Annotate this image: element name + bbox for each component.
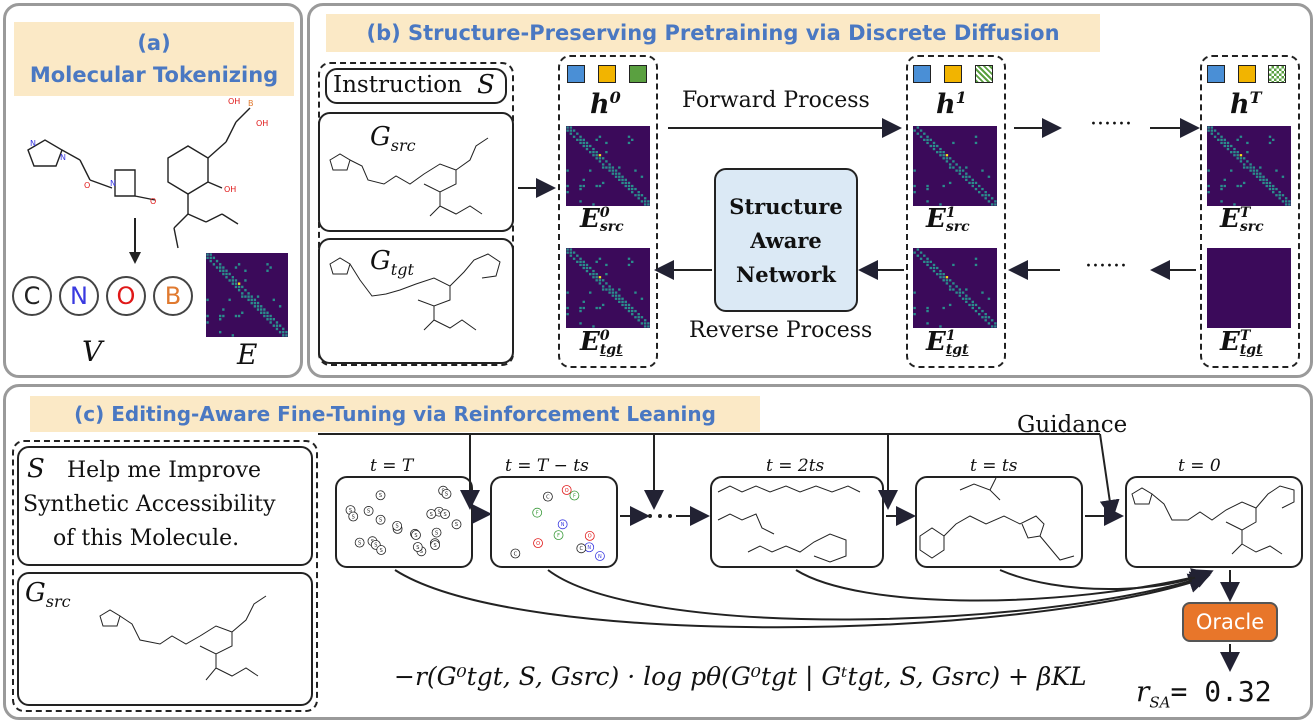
step-box-T-minus-ts bbox=[490, 476, 618, 568]
reward-readout: rSA= 0.32 bbox=[1136, 675, 1272, 712]
g-src-box: Gsrc bbox=[318, 112, 514, 232]
matrix-e-src-T bbox=[1207, 126, 1291, 206]
e-label: E bbox=[237, 338, 258, 371]
step-label-2ts: t = 2ts bbox=[766, 456, 825, 476]
g-src-box-c: Gsrc bbox=[17, 572, 313, 706]
instruction-box: Instruction S bbox=[325, 68, 507, 104]
atom-token-o: O bbox=[106, 276, 146, 316]
s-symbol-c: S bbox=[27, 454, 45, 484]
instruction-line-3: of this Molecule. bbox=[53, 526, 240, 551]
network-line-3: Network bbox=[736, 262, 836, 287]
network-line-1: Structure bbox=[729, 194, 843, 219]
step-label-0: t = 0 bbox=[1178, 456, 1221, 476]
atom-token-n: N bbox=[59, 276, 99, 316]
token-green-noised-T bbox=[1268, 65, 1286, 83]
panel-a-title: Molecular Tokenizing bbox=[29, 63, 279, 87]
panel-c bbox=[3, 384, 1313, 720]
atom-token-b: B bbox=[153, 276, 193, 316]
instruction-symbol: S bbox=[477, 70, 495, 100]
atom-token-c: C bbox=[12, 276, 52, 316]
step-label-T-minus-ts: t = T − ts bbox=[505, 456, 589, 476]
g-tgt-box: Gtgt bbox=[318, 238, 514, 364]
step-label-ts: t = ts bbox=[970, 456, 1018, 476]
token-blue-0 bbox=[567, 65, 585, 83]
panel-b-header: (b) Structure-Preserving Pretraining via… bbox=[326, 14, 1100, 52]
token-yellow-1 bbox=[944, 65, 962, 83]
h0-label: h0 bbox=[590, 88, 621, 120]
matrix-e-src-1 bbox=[913, 126, 997, 206]
instruction-box-c: S Help me Improve Synthetic Accessibilit… bbox=[17, 446, 313, 566]
dots-top: ······ bbox=[1090, 112, 1132, 137]
panel-a-tag: (a) bbox=[137, 31, 171, 55]
step-label-T: t = T bbox=[370, 456, 414, 476]
token-blue-1 bbox=[913, 65, 931, 83]
matrix-e-tgt-T-masked bbox=[1207, 248, 1291, 328]
matrix-e-tgt-1 bbox=[913, 248, 997, 328]
token-blue-T bbox=[1207, 65, 1225, 83]
step-box-2ts bbox=[710, 476, 884, 568]
loss-formula: −r(G⁰tgt, S, Gsrc) · log pθ(G⁰tgt | Gᵗtg… bbox=[394, 662, 1087, 691]
hT-label: hT bbox=[1230, 88, 1262, 120]
oracle-box: Oracle bbox=[1182, 602, 1278, 642]
g-tgt-label: Gtgt bbox=[370, 246, 414, 280]
panel-a bbox=[3, 3, 303, 378]
v-label: V bbox=[82, 335, 103, 368]
reverse-process-label: Reverse Process bbox=[689, 318, 873, 343]
token-yellow-0 bbox=[598, 65, 616, 83]
step-box-ts bbox=[915, 476, 1083, 568]
input-group-c bbox=[12, 440, 318, 712]
matrix-e-src-0 bbox=[566, 126, 650, 206]
h1-label: h1 bbox=[936, 88, 967, 120]
token-green-noised-1 bbox=[975, 65, 993, 83]
panel-a-header: (a) Molecular Tokenizing bbox=[14, 22, 294, 96]
panel-b bbox=[307, 3, 1313, 378]
matrix-e-tgt-0 bbox=[566, 248, 650, 328]
g-src-label: Gsrc bbox=[370, 122, 416, 156]
guidance-label: Guidance bbox=[1017, 412, 1128, 438]
instruction-line-2: Synthetic Accessibility bbox=[23, 492, 276, 517]
instruction-line-1: Help me Improve bbox=[67, 458, 262, 483]
panel-c-header: (c) Editing-Aware Fine-Tuning via Reinfo… bbox=[30, 396, 760, 432]
adjacency-matrix-e bbox=[206, 253, 288, 337]
stepT-column bbox=[1200, 55, 1300, 368]
g-src-label-c: Gsrc bbox=[25, 578, 71, 612]
step-box-0 bbox=[1125, 476, 1303, 568]
step0-column bbox=[558, 55, 658, 368]
instruction-label: Instruction bbox=[333, 72, 462, 98]
dots-bottom: ······ bbox=[1085, 254, 1127, 279]
forward-process-label: Forward Process bbox=[682, 88, 870, 113]
token-yellow-T bbox=[1238, 65, 1256, 83]
step1-column bbox=[906, 55, 1006, 368]
network-line-2: Aware bbox=[750, 228, 822, 253]
step-box-T bbox=[335, 476, 473, 568]
structure-aware-network: Structure Aware Network bbox=[714, 168, 858, 312]
token-green-0 bbox=[629, 65, 647, 83]
